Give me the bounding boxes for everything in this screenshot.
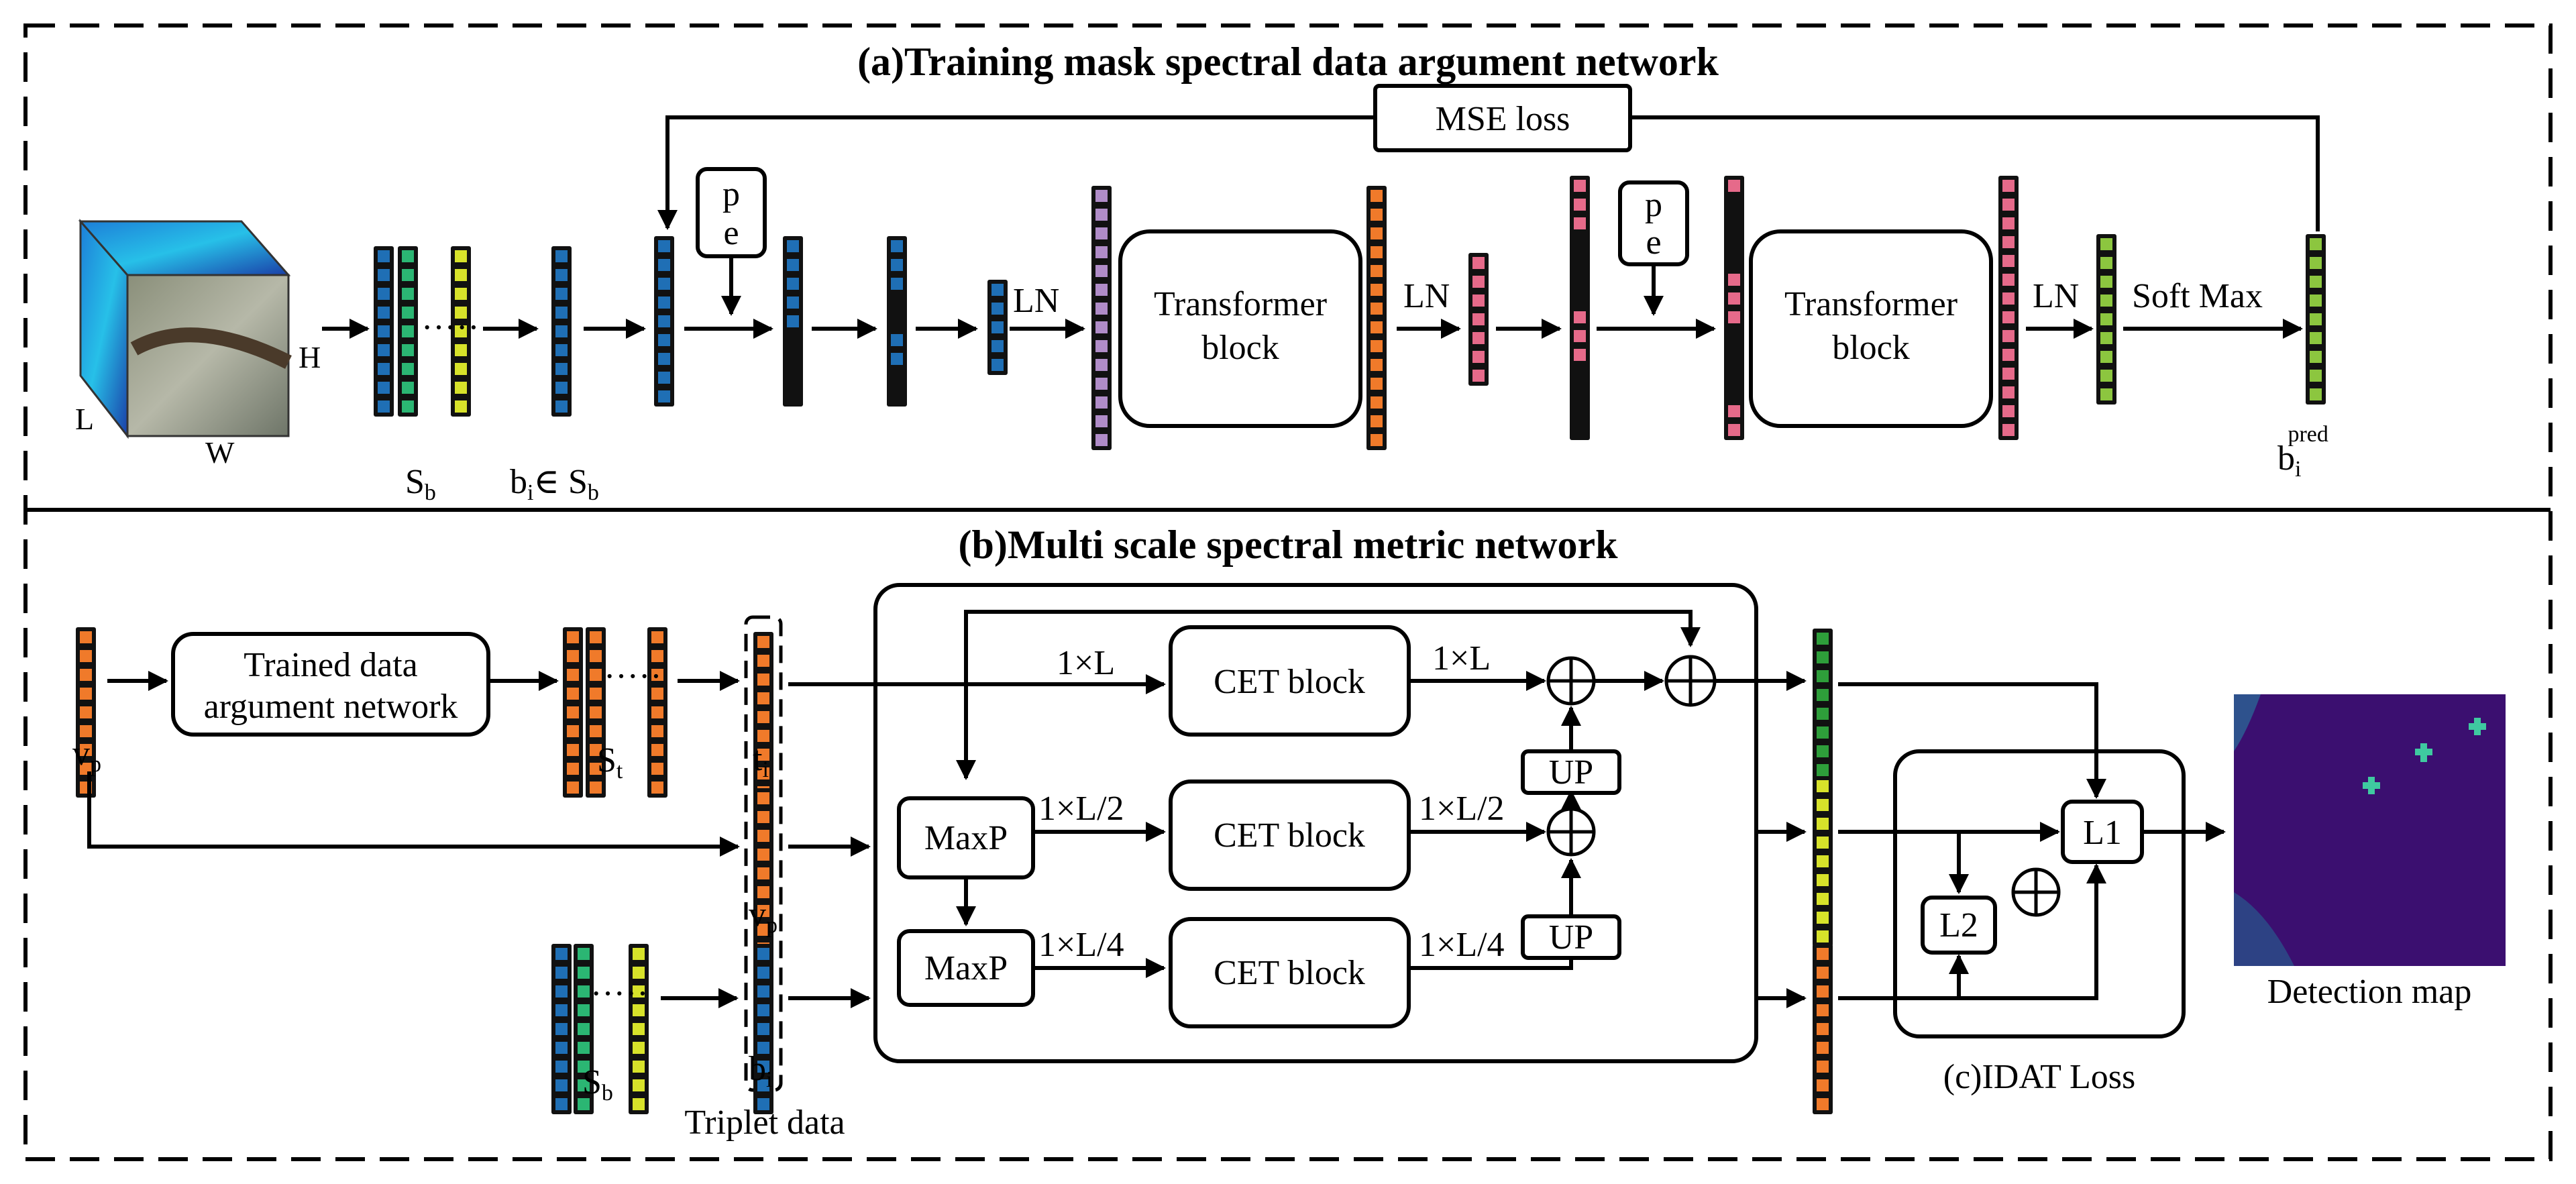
vector-group-sb-b — [551, 944, 649, 1114]
vp-label: vp — [72, 735, 101, 777]
cet-block-2 — [1169, 779, 1411, 891]
vector-b-st-2 — [647, 627, 667, 798]
vector-a-9 — [1724, 176, 1744, 440]
vector-a-2 — [783, 236, 803, 407]
softmax-label: Soft Max — [2132, 277, 2263, 315]
vector-b-bi — [753, 944, 773, 1114]
svg-text:MaxP: MaxP — [924, 819, 1008, 857]
vector-b-sb-2 — [629, 944, 649, 1114]
svg-text:UP: UP — [1549, 918, 1593, 957]
svg-text:argument network: argument network — [204, 688, 458, 726]
cube-l-label: L — [75, 402, 94, 436]
idat-loss-label: (c)IDAT Loss — [1943, 1058, 2135, 1096]
vector-a-4 — [987, 280, 1008, 375]
svg-text:L1: L1 — [2083, 814, 2122, 852]
mse-loss-box — [1373, 84, 1632, 152]
transformer-block-1 — [1118, 229, 1362, 428]
vector-b-out3 — [1813, 944, 1833, 1114]
plus-circle-2 — [1664, 655, 1717, 707]
scale-2-label: 1×L/2 — [1038, 790, 1124, 828]
cube-w-label: W — [205, 435, 235, 470]
vector-group-st — [563, 627, 667, 798]
svg-text:p: p — [1645, 186, 1662, 224]
svg-text:CET block: CET block — [1214, 816, 1365, 855]
cet-block-3 — [1169, 917, 1411, 1028]
vector-b-vp — [76, 627, 96, 798]
vector-a-3 — [887, 236, 907, 407]
svg-text:L2: L2 — [1939, 906, 1978, 945]
panel-b-title: (b)Multi scale spectral metric network — [958, 523, 1618, 567]
trained-network-box — [171, 632, 490, 737]
panel-b: vp Trained data argument network ····· S… — [72, 583, 2506, 1142]
vector-a-5 — [1091, 186, 1112, 450]
hyperspectral-cube: H L W — [75, 219, 321, 470]
bi-label-b: bi — [749, 1050, 772, 1092]
vector-b-sb-1 — [574, 944, 594, 1114]
scale-4-out-label: 1×L/4 — [1419, 926, 1505, 964]
vector-b-st-0 — [563, 627, 583, 798]
vector-b-sb-0 — [551, 944, 572, 1114]
vector-b-ti — [753, 632, 773, 802]
svg-text:e: e — [1646, 223, 1661, 262]
sb-dots: ····· — [421, 309, 480, 347]
vector-group-a-sb — [374, 246, 471, 417]
plus-circle-4 — [2011, 867, 2061, 917]
cube-h-label: H — [299, 340, 321, 374]
svg-text:e: e — [723, 214, 739, 252]
triplet-label: Triplet data — [684, 1104, 845, 1142]
transformer-block-2 — [1749, 229, 1993, 428]
scale-1-label: 1×L — [1057, 644, 1115, 682]
svg-text:Trained data: Trained data — [244, 646, 417, 684]
detection-map — [2234, 694, 2506, 966]
l2-box — [1921, 896, 1997, 955]
plus-circle-3 — [1546, 807, 1596, 857]
sb-label-a: Sb — [405, 463, 436, 505]
mse-loss-label: MSE loss — [1436, 100, 1570, 138]
ln-label-1: LN — [1013, 282, 1059, 320]
sb-dots-b: ····· — [590, 975, 649, 1013]
svg-text:block: block — [1201, 329, 1279, 367]
vector-a-7 — [1468, 253, 1489, 386]
vector-a-8 — [1570, 176, 1590, 440]
vector-a-12 — [2306, 234, 2326, 405]
vector-a-sb-3 — [451, 246, 471, 417]
pred-label: bipred — [2277, 422, 2328, 482]
svg-text:UP: UP — [1549, 753, 1593, 792]
vector-a-sb-1 — [398, 246, 418, 417]
svg-text:block: block — [1832, 329, 1910, 367]
vector-b-out1 — [1813, 629, 1833, 799]
vector-a-10 — [1998, 176, 2019, 440]
vector-a-sb-0 — [374, 246, 394, 417]
scale-1-out-label: 1×L — [1432, 639, 1491, 678]
panel-a-title: (a)Training mask spectral data argument … — [857, 40, 1719, 84]
vector-a-1 — [654, 236, 674, 407]
scale-4-label: 1×L/4 — [1038, 926, 1124, 964]
svg-text:p: p — [722, 175, 740, 213]
scale-2-out-label: 1×L/2 — [1419, 790, 1505, 828]
ln-label-2: LN — [1403, 277, 1450, 315]
st-dots: ····· — [604, 657, 662, 696]
outer-frame — [23, 23, 2553, 1161]
vp2-label: vp — [749, 896, 777, 938]
plus-circle-1 — [1546, 656, 1596, 706]
vector-b-vp2 — [753, 788, 773, 959]
detection-map-label: Detection map — [2267, 973, 2472, 1011]
vector-a-bi — [551, 246, 572, 417]
bi-in-sb-label: bi∈ Sb — [510, 463, 599, 505]
svg-text:CET block: CET block — [1214, 954, 1365, 992]
vector-a-11 — [2096, 234, 2116, 405]
ln-label-3: LN — [2033, 277, 2079, 315]
svg-text:Transformer: Transformer — [1784, 285, 1957, 323]
vector-b-out2 — [1813, 776, 1833, 947]
st-label: St — [597, 741, 623, 784]
sb-label-b: Sb — [582, 1063, 613, 1106]
panel-a: H L W ····· Sb bi∈ Sb MSE loss p e LN — [75, 84, 2328, 505]
svg-text:Transformer: Transformer — [1154, 285, 1327, 323]
vector-b-st-1 — [586, 627, 606, 798]
svg-text:CET block: CET block — [1214, 663, 1365, 701]
ti-label: ti — [753, 740, 769, 782]
vector-a-6 — [1366, 186, 1387, 450]
svg-text:MaxP: MaxP — [924, 949, 1008, 987]
